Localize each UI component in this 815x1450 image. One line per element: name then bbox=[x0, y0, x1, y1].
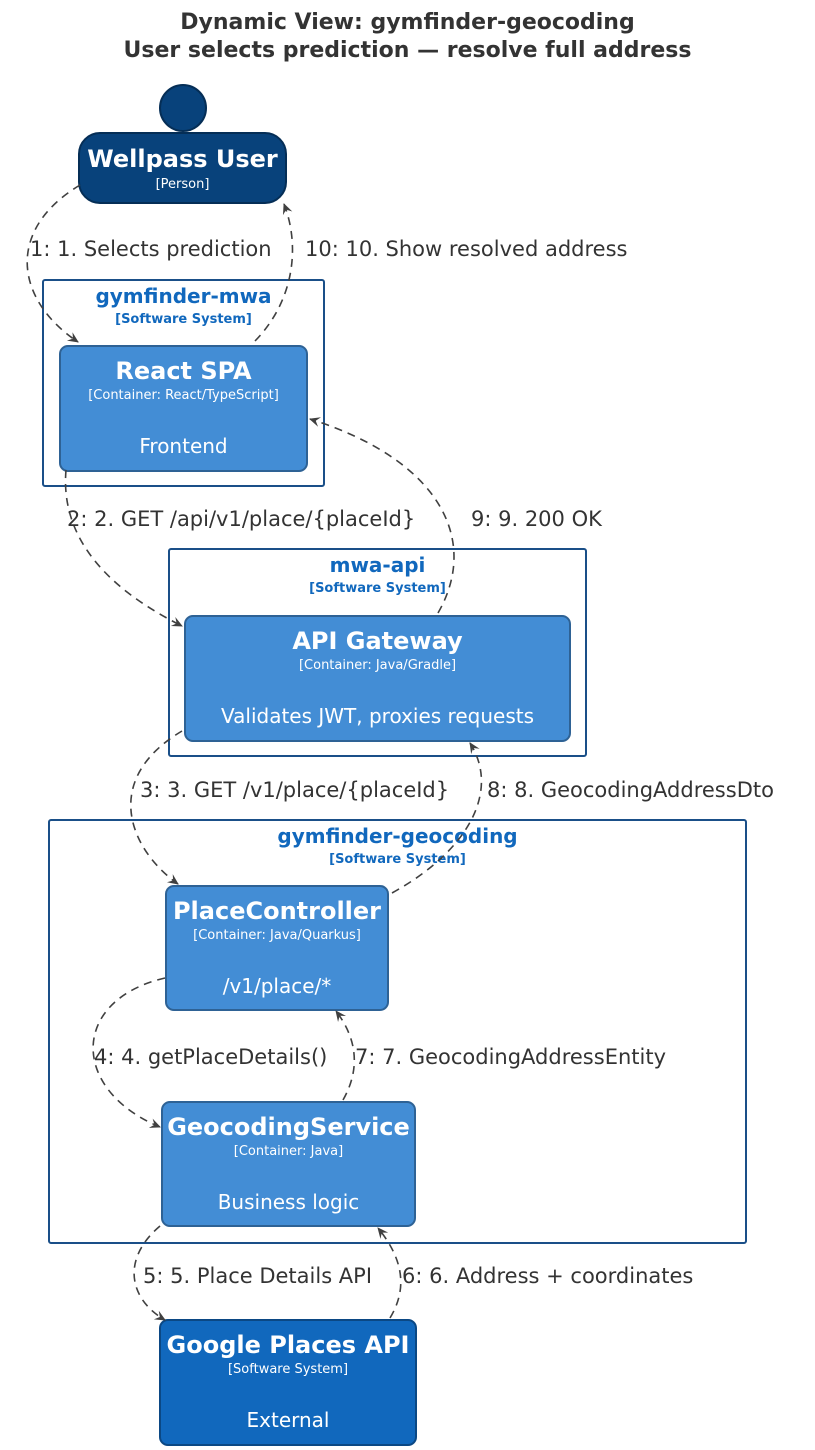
node-name: PlaceController bbox=[172, 897, 382, 925]
edge-7-path bbox=[335, 1010, 356, 1101]
edge-6-path bbox=[377, 1227, 402, 1319]
node-description: Frontend bbox=[139, 434, 228, 458]
boundary-type: [Software System] bbox=[329, 852, 466, 867]
edge-10-path bbox=[254, 203, 294, 342]
node-tech: [Container: Java/Quarkus] bbox=[193, 928, 361, 943]
node-description: Business logic bbox=[217, 1190, 360, 1214]
edge-6-label: 6: 6. Address + coordinates bbox=[402, 1264, 694, 1288]
boundary-name: gymfinder-mwa bbox=[95, 284, 272, 308]
node-geocoding-service[interactable]: GeocodingService [Container: Java] Busin… bbox=[161, 1101, 416, 1227]
edge-2-path bbox=[64, 469, 183, 627]
boundary-mwa-api: mwa-api [Software System] bbox=[168, 548, 587, 757]
node-description: /v1/place/* bbox=[222, 974, 332, 998]
diagram-title-line-1: Dynamic View: gymfinder-geocoding bbox=[180, 10, 635, 35]
edge-9-label: 9: 9. 200 OK bbox=[471, 507, 602, 531]
edge-5-label: 5: 5. Place Details API bbox=[143, 1264, 373, 1288]
edge-1-path bbox=[26, 184, 81, 343]
node-tech: [Person] bbox=[155, 177, 210, 192]
edge-8-label: 8: 8. GeocodingAddressDto bbox=[487, 778, 774, 802]
boundary-gymfinder-mwa: gymfinder-mwa [Software System] bbox=[42, 279, 325, 487]
node-google-places-api[interactable]: Google Places API [Software System] Exte… bbox=[159, 1319, 417, 1446]
node-name: API Gateway bbox=[292, 627, 463, 655]
boundary-type: [Software System] bbox=[115, 312, 252, 327]
node-name: React SPA bbox=[115, 357, 252, 385]
boundary-name: mwa-api bbox=[329, 553, 426, 577]
node-description: External bbox=[246, 1408, 330, 1432]
node-tech: [Software System] bbox=[227, 1362, 349, 1377]
edge-1-label: 1: 1. Selects prediction bbox=[30, 237, 272, 261]
node-wellpass-user[interactable]: Wellpass User [Person] bbox=[78, 132, 287, 204]
node-name: Google Places API bbox=[166, 1331, 410, 1359]
edge-5-path bbox=[133, 1225, 166, 1321]
edge-4-label: 4: 4. getPlaceDetails() bbox=[94, 1045, 328, 1069]
node-react-spa[interactable]: React SPA [Container: React/TypeScript] … bbox=[59, 345, 308, 472]
person-head-icon bbox=[159, 84, 207, 132]
diagram-title-line-2: User selects prediction — resolve full a… bbox=[123, 38, 692, 63]
boundary-gymfinder-geocoding: gymfinder-geocoding [Software System] bbox=[48, 819, 747, 1244]
edge-3-path bbox=[130, 730, 183, 885]
node-tech: [Container: Java] bbox=[233, 1144, 344, 1159]
node-name: Wellpass User bbox=[87, 145, 278, 173]
node-name: GeocodingService bbox=[167, 1113, 410, 1141]
edge-3-label: 3: 3. GET /v1/place/{placeId} bbox=[140, 778, 450, 802]
boundary-name: gymfinder-geocoding bbox=[277, 824, 518, 848]
node-tech: [Container: Java/Gradle] bbox=[298, 658, 457, 673]
edge-8-path bbox=[391, 742, 483, 894]
edge-7-label: 7: 7. GeocodingAddressEntity bbox=[355, 1045, 667, 1069]
edge-2-label: 2: 2. GET /api/v1/place/{placeId} bbox=[67, 507, 416, 531]
edge-4-path bbox=[92, 977, 166, 1128]
node-api-gateway[interactable]: API Gateway [Container: Java/Gradle] Val… bbox=[184, 615, 571, 742]
node-tech: [Container: React/TypeScript] bbox=[88, 388, 279, 403]
edge-10-label: 10: 10. Show resolved address bbox=[305, 237, 628, 261]
boundary-type: [Software System] bbox=[309, 581, 446, 596]
edge-9-path bbox=[309, 417, 455, 614]
node-description: Validates JWT, proxies requests bbox=[221, 704, 534, 728]
node-place-controller[interactable]: PlaceController [Container: Java/Quarkus… bbox=[165, 885, 389, 1011]
